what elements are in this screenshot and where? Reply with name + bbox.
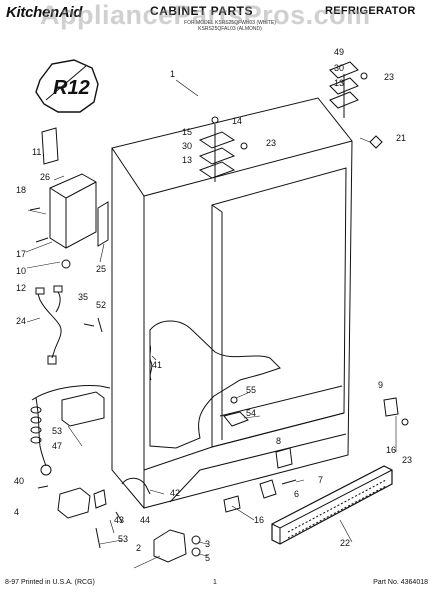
label-35: 35 (78, 292, 88, 302)
label-26: 26 (40, 172, 50, 182)
center-hinge (198, 116, 248, 182)
screw-52 (97, 317, 103, 333)
label-43: 43 (114, 515, 124, 525)
label-42: 42 (170, 488, 180, 498)
leveler-2 (153, 529, 187, 563)
part-54 (223, 411, 249, 427)
label-30b: 30 (182, 141, 192, 151)
label-11: 11 (32, 147, 41, 157)
page-title: CABINET PARTS (150, 4, 253, 18)
label-9: 9 (378, 380, 383, 390)
bracket-47 (61, 391, 105, 427)
label-13: 13 (334, 78, 344, 88)
label-53: 53 (52, 426, 62, 436)
brand-logo: KitchenAid (6, 4, 83, 21)
appliance-type: REFRIGERATOR (325, 5, 416, 17)
model-line-2: KSRS25QFAL03 (ALMOND) (198, 26, 262, 32)
watermark: AppliancePartsPros.com (40, 0, 371, 30)
label-22: 22 (340, 538, 350, 548)
power-cord (30, 385, 111, 476)
label-4: 4 (14, 507, 19, 517)
label-30: 30 (334, 63, 344, 73)
screw-18 (29, 207, 41, 211)
cabinet-outline (111, 97, 353, 509)
label-41: 41 (152, 360, 162, 370)
part-4 (57, 487, 91, 519)
label-47: 47 (52, 441, 62, 451)
part-8 (275, 447, 293, 469)
label-12: 12 (16, 283, 26, 293)
label-54: 54 (246, 408, 256, 418)
side-cutout (149, 320, 281, 449)
part-42 (121, 477, 151, 495)
model-line-1: FOR MODEL KSRS25QFWH03 (WHITE) (184, 20, 276, 26)
label-40: 40 (14, 476, 24, 486)
label-7: 7 (318, 475, 323, 485)
part-6-bottom (259, 479, 277, 499)
label-25: 25 (96, 264, 106, 274)
label-1: 1 (170, 69, 175, 79)
screw-53-bottom (95, 527, 101, 549)
top-hinge-right (329, 61, 383, 149)
footer-page-number: 1 (213, 579, 217, 586)
label-24: 24 (16, 316, 26, 326)
screw-5-left (37, 485, 49, 489)
label-49: 49 (334, 47, 344, 57)
leader-lines (25, 79, 397, 569)
part-16-left (223, 495, 241, 513)
label-23b: 23 (266, 138, 276, 148)
label-16b: 16 (254, 515, 264, 525)
label-3: 3 (205, 539, 210, 549)
footer-print-info: 8-97 Printed in U.S.A. (RCG) (5, 579, 95, 586)
knob-12 (61, 259, 71, 269)
label-5: 5 (205, 553, 210, 563)
footer-part-number: Part No. 4364018 (373, 579, 428, 586)
screw-43 (115, 511, 123, 523)
label-23c: 23 (402, 455, 412, 465)
label-52: 52 (96, 300, 106, 310)
label-44: 44 (140, 515, 150, 525)
label-14: 14 (232, 116, 242, 126)
label-15: 15 (182, 127, 192, 137)
part-17 (35, 237, 49, 243)
kick-grille-22 (271, 465, 393, 545)
cord-41 (149, 344, 153, 381)
part-7 (281, 479, 297, 485)
screw-35 (83, 323, 95, 327)
part-6 (93, 489, 107, 509)
model-list: FOR MODEL KSRS25QFWH03 (WHITE) KSRS25QFA… (130, 20, 330, 32)
label-21: 21 (396, 133, 406, 143)
label-2: 2 (136, 543, 141, 553)
wire-harness-24 (37, 291, 62, 359)
part-9-bracket (383, 397, 399, 417)
label-23: 23 (384, 72, 394, 82)
part-11 (41, 127, 59, 165)
label-17: 17 (16, 249, 26, 259)
label-16: 16 (386, 445, 396, 455)
control-housing (49, 173, 109, 249)
label-8: 8 (276, 436, 281, 446)
label-55: 55 (246, 385, 256, 395)
label-10: 10 (16, 266, 26, 276)
label-13b: 13 (182, 155, 192, 165)
label-6: 6 (294, 489, 299, 499)
part-labels: 1 49 30 13 23 14 15 30 13 23 21 11 26 18… (14, 47, 412, 563)
r12-badge-text: R12 (53, 77, 90, 99)
label-18: 18 (16, 185, 26, 195)
r12-badge (35, 59, 99, 113)
label-53b: 53 (118, 534, 128, 544)
